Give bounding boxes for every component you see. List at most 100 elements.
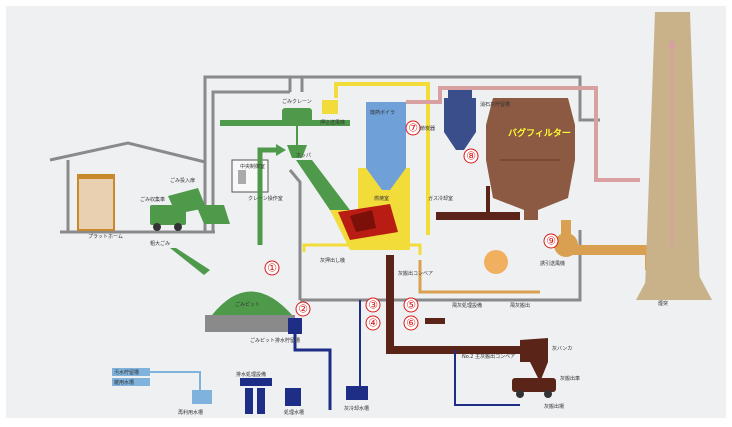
canopy-roof — [49, 141, 206, 164]
marker-3: ③ — [368, 299, 378, 312]
treatment-label-box — [240, 378, 272, 386]
ash-bunker — [520, 338, 548, 362]
feed-arrow — [170, 248, 210, 275]
operator-figure — [238, 170, 246, 184]
waste-pile — [212, 291, 292, 315]
marker-1-ring — [264, 260, 280, 276]
ash-beam — [436, 212, 520, 220]
ash-truck — [512, 378, 556, 392]
marker-6: ⑥ — [406, 317, 416, 330]
reuse-label-1 — [112, 368, 150, 376]
crane-trolley — [282, 108, 312, 122]
furnace — [302, 82, 430, 255]
label-crane-room: クレーン操作室 — [248, 195, 283, 202]
marker-2: ② — [298, 303, 308, 316]
label-boiler: 廃熱ボイラ — [370, 109, 395, 116]
boiler-neck — [366, 168, 406, 190]
waste-chute — [196, 205, 230, 224]
boiler-body — [366, 102, 406, 168]
orange-return-line — [418, 260, 540, 294]
pit-building — [203, 75, 304, 232]
marker-8: ⑧ — [466, 150, 476, 163]
bag-filter-label: バグフィルター — [508, 127, 571, 139]
bag-filter-body — [486, 98, 575, 210]
label-stack: 煙突 — [658, 300, 668, 307]
label-furnace: 燃焼室 — [374, 195, 389, 202]
reuse-label-2 — [112, 378, 150, 386]
marker-4: ④ — [368, 317, 378, 330]
crane-grab — [287, 145, 307, 158]
label-pusher: 押込送風機 — [320, 119, 345, 126]
under-air-duct — [302, 243, 422, 255]
labels: ごみクレーン ごみ収集車 ごみ投入扉 プラットホーム 粗大ごみ 中央制御室 クレ… — [88, 98, 668, 416]
pit-water-tank — [288, 318, 302, 334]
ash-system — [386, 186, 556, 398]
fly-ash-tank — [425, 318, 445, 324]
label-ash-conveyor-3: No.2 主灰搬出コンベア — [462, 353, 515, 360]
stack-base — [636, 270, 712, 300]
stack-arrow — [668, 38, 676, 48]
marker-6-ring — [403, 315, 419, 331]
marker-8-ring — [463, 148, 479, 164]
truck-bin — [168, 188, 206, 214]
label-waste-truck: ごみ収集車 — [140, 196, 165, 203]
label-water-3: 再利用水槽 — [178, 409, 203, 416]
label-water-1: 汚水貯留槽 — [114, 369, 139, 376]
label-pit: ごみピット — [235, 301, 260, 308]
marker-5: ⑤ — [406, 299, 416, 312]
label-bag-pulse: 消石灰貯留槽 — [480, 101, 510, 108]
marker-7-ring — [405, 120, 421, 136]
ash-truck-wheel-rear — [544, 390, 552, 398]
number-markers: ① ② ③ ④ ⑤ ⑥ ⑦ ⑧ ⑨ — [264, 120, 559, 331]
truck-wheel-front — [153, 223, 161, 231]
fire-core — [350, 210, 376, 232]
treated-water-tank — [285, 388, 301, 406]
marker-7: ⑦ — [408, 122, 418, 135]
label-economizer: 節炭器 — [420, 125, 435, 132]
label-ash-conveyor-1: 灰押出し機 — [320, 257, 345, 264]
label-ash-conveyor-2: 灰搬出コンベア — [398, 270, 433, 277]
bunker-chute — [530, 362, 548, 382]
marker-9-ring — [543, 233, 559, 249]
treatment-tank-1 — [245, 388, 253, 414]
bag-filter-hopper — [524, 210, 538, 220]
label-debris: 粗大ごみ — [150, 240, 170, 247]
grab-arrowhead — [276, 144, 286, 156]
platform-shelter — [77, 174, 115, 231]
plant-inner-wall — [288, 169, 302, 300]
marker-4-ring — [365, 315, 381, 331]
marker-5-ring — [403, 297, 419, 313]
hopper-chute — [296, 160, 356, 222]
ash-truck-wheel-front — [516, 390, 524, 398]
pit-inner-wall — [211, 90, 290, 232]
stack — [636, 12, 712, 300]
ash-conveyor-main — [386, 255, 525, 354]
flue-duct — [406, 86, 640, 182]
label-water-4: 処理水槽 — [284, 409, 304, 416]
marker-1: ① — [267, 262, 277, 275]
truck-wheel-rear — [174, 223, 182, 231]
label-control-room: 中央制御室 — [240, 163, 265, 170]
plant-roof — [288, 75, 600, 122]
label-pit-water: ごみピット排水貯留槽 — [250, 337, 300, 344]
water-system — [112, 300, 520, 414]
label-fan: 誘引送風機 — [540, 260, 565, 267]
chemical-tank — [484, 250, 508, 274]
boiler — [366, 86, 640, 190]
marker-2-ring — [295, 301, 311, 317]
label-hopper: ホッパ — [296, 153, 311, 159]
pit-base — [205, 315, 295, 332]
label-water-5: 灰冷却水槽 — [344, 405, 369, 412]
label-platform: プラットホーム — [88, 234, 123, 240]
crane-rail — [220, 120, 350, 126]
label-cooling-tower: ガス冷却室 — [428, 195, 453, 202]
marker-3-ring — [365, 297, 381, 313]
label-crane: ごみクレーン — [282, 98, 312, 105]
lime-silo — [444, 98, 476, 150]
label-fly-ash-2: 飛灰搬出 — [510, 302, 530, 309]
grab-path — [257, 147, 276, 245]
misc-water-tank — [192, 390, 212, 404]
waste-section — [150, 108, 356, 332]
